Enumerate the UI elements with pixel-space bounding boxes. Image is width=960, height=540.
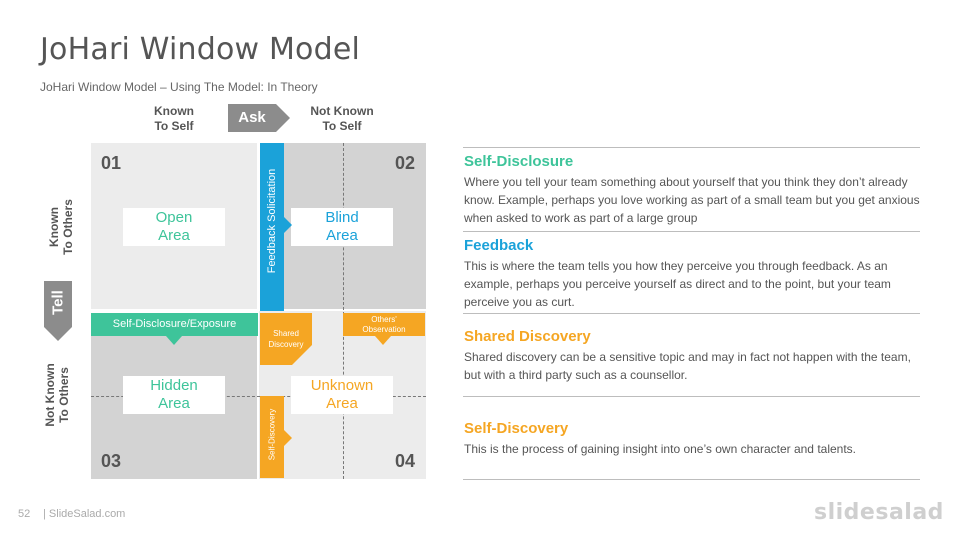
desc-divider-top bbox=[463, 147, 920, 148]
self-discovery-bar bbox=[260, 396, 284, 478]
blind-area-label: Blind Area bbox=[291, 208, 393, 246]
slidesalad-logo: slidesalad bbox=[814, 500, 944, 525]
self-discovery-arrow bbox=[284, 430, 292, 446]
hidden-area-label: Hidden Area bbox=[123, 376, 225, 414]
not-known-to-self-label: Not Known To Self bbox=[310, 104, 374, 133]
feedback-solicitation-arrow bbox=[284, 217, 292, 233]
desc-title-shared-discovery: Shared Discovery bbox=[464, 328, 591, 345]
quadrant-number-01: 01 bbox=[101, 153, 122, 173]
quadrant-number-03: 03 bbox=[101, 451, 122, 471]
unknown-area-label: Unknown Area bbox=[291, 376, 393, 414]
tell-arrow-head bbox=[44, 327, 72, 341]
desc-divider-3 bbox=[463, 396, 920, 397]
quadrant-number-02: 02 bbox=[395, 153, 416, 173]
known-to-others-label: Known To Others bbox=[47, 199, 75, 255]
feedback-solicitation-bar bbox=[260, 143, 284, 311]
desc-text-feedback: This is where the team tells you how the… bbox=[464, 259, 891, 309]
desc-divider-bottom bbox=[463, 479, 920, 480]
open-area-label: Open Area bbox=[123, 208, 225, 246]
page-number: 52 bbox=[18, 508, 31, 520]
shared-discovery-notch bbox=[292, 345, 312, 365]
dashed-horizontal-line bbox=[91, 396, 426, 397]
ask-arrow-head bbox=[276, 104, 290, 132]
dashed-vertical-line bbox=[343, 143, 344, 479]
desc-divider-1 bbox=[463, 231, 920, 232]
others-observation-arrow bbox=[375, 336, 391, 345]
not-known-to-others-label: Not Known To Others bbox=[43, 363, 71, 427]
desc-text-self-discovery: This is the process of gaining insight i… bbox=[464, 442, 857, 456]
footer-brand: | SlideSalad.com bbox=[43, 508, 126, 520]
tell-arrow-box bbox=[44, 281, 72, 327]
self-disclosure-exposure-bar: Self-Disclosure/Exposure bbox=[91, 313, 258, 336]
desc-title-self-discovery: Self-Discovery bbox=[464, 420, 569, 437]
desc-text-self-disclosure: Where you tell your team something about… bbox=[464, 175, 920, 225]
tell-label: Tell bbox=[49, 290, 67, 315]
quadrant-number-04: 04 bbox=[395, 451, 416, 471]
self-discovery-label: Self-Discovery bbox=[267, 408, 277, 461]
desc-title-self-disclosure: Self-Disclosure bbox=[464, 153, 574, 170]
ask-arrow-box: Ask bbox=[228, 104, 276, 132]
desc-title-feedback: Feedback bbox=[464, 237, 534, 254]
feedback-solicitation-label: Feedback Solicitation bbox=[266, 168, 278, 274]
desc-divider-2 bbox=[463, 313, 920, 314]
self-disclosure-exposure-arrow bbox=[166, 336, 182, 345]
others-observation-box: Others' Observation bbox=[343, 313, 425, 336]
page-subtitle: JoHari Window Model – Using The Model: I… bbox=[40, 80, 318, 94]
page-title: JoHari Window Model bbox=[40, 32, 361, 67]
desc-text-shared-discovery: Shared discovery can be a sensitive topi… bbox=[464, 350, 911, 382]
known-to-self-label: Known To Self bbox=[154, 104, 194, 133]
